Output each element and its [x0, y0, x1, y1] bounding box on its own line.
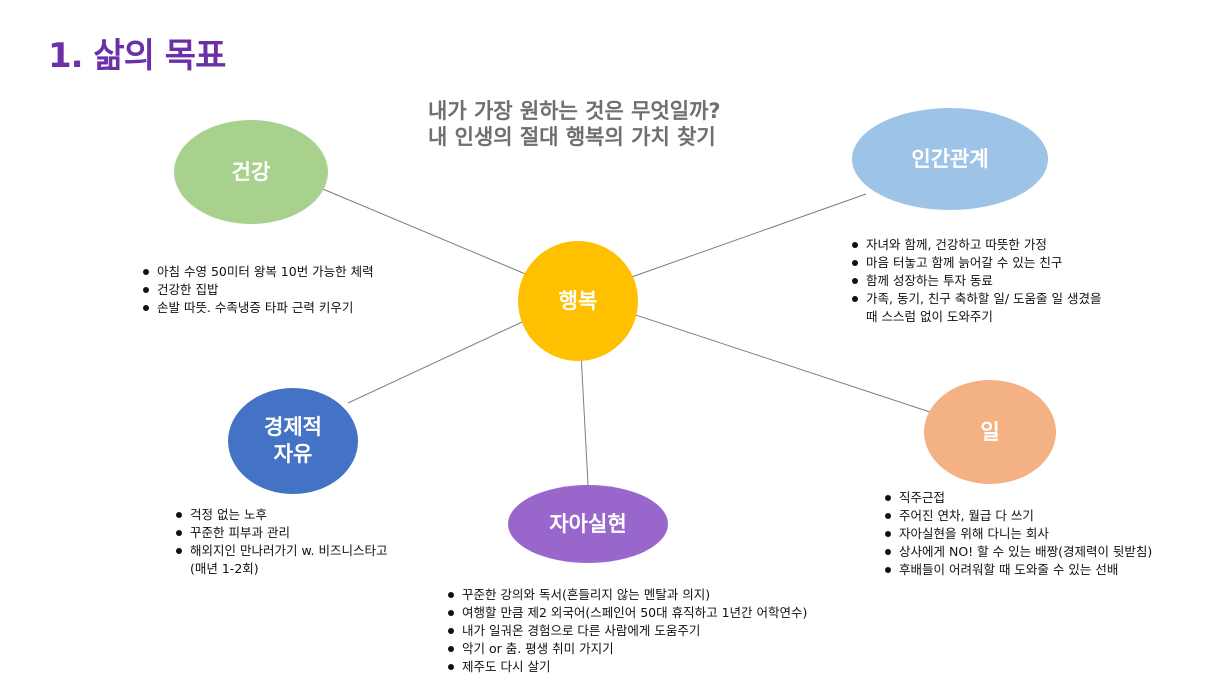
freedom-label-line-2: 자유 — [273, 442, 313, 466]
self-label: 자아실현 — [549, 511, 627, 536]
work-label: 일 — [980, 419, 1000, 444]
center-label: 행복 — [558, 288, 598, 313]
list-item: 꾸준한 피부과 관리 — [175, 524, 387, 542]
list-item: 꾸준한 강의와 독서(흔들리지 않는 멘탈과 의지) — [447, 586, 807, 604]
list-item: 건강한 집밥 — [142, 281, 374, 299]
freedom-bubble: 경제적 자유 — [228, 388, 358, 494]
work-bubble: 일 — [924, 380, 1056, 484]
list-item: 직주근접 — [884, 489, 1152, 507]
work-list: 직주근접 주어진 연차, 월급 다 쓰기 자아실현을 위해 다니는 회사 상사에… — [884, 489, 1152, 579]
freedom-label-line-1: 경제적 — [264, 415, 322, 439]
list-item: 걱정 없는 노후 — [175, 506, 387, 524]
subtitle: 내가 가장 원하는 것은 무엇일까? 내 인생의 절대 행복의 가치 찾기 — [428, 98, 721, 150]
list-item-continuation: 때 스스럼 없이 도와주기 — [866, 309, 993, 324]
list-item: 함께 성장하는 투자 동료 — [851, 272, 1101, 290]
freedom-label: 경제적 자유 — [264, 414, 322, 468]
list-item: 자아실현을 위해 다니는 회사 — [884, 525, 1152, 543]
list-item: 악기 or 춤. 평생 취미 가지기 — [447, 640, 807, 658]
center-bubble: 행복 — [518, 241, 638, 361]
list-item: 손발 따뜻. 수족냉증 타파 근력 키우기 — [142, 299, 374, 317]
subtitle-line-2: 내 인생의 절대 행복의 가치 찾기 — [428, 125, 716, 149]
health-list: 아침 수영 50미터 왕복 10번 가능한 체력 건강한 집밥 손발 따뜻. 수… — [142, 263, 374, 317]
page-title: 1. 삶의 목표 — [48, 36, 226, 76]
list-item: 해외지인 만나러가기 w. 비즈니스타고 (매년 1-2회) — [175, 542, 387, 578]
relations-bubble: 인간관계 — [852, 108, 1048, 210]
list-item-text: 가족, 동기, 친구 축하할 일/ 도움줄 일 생겼을 — [866, 291, 1102, 306]
list-item: 여행할 만큼 제2 외국어(스페인어 50대 휴직하고 1년간 어학연수) — [447, 604, 807, 622]
list-item: 아침 수영 50미터 왕복 10번 가능한 체력 — [142, 263, 374, 281]
health-label: 건강 — [231, 159, 271, 184]
relations-list: 자녀와 함께, 건강하고 따뜻한 가정 마음 터놓고 함께 늙어갈 수 있는 친… — [851, 236, 1101, 326]
self-bubble: 자아실현 — [508, 485, 668, 563]
list-item: 제주도 다시 살기 — [447, 658, 807, 676]
list-item-continuation: (매년 1-2회) — [190, 561, 259, 576]
freedom-list: 걱정 없는 노후 꾸준한 피부과 관리 해외지인 만나러가기 w. 비즈니스타고… — [175, 506, 387, 578]
relations-label: 인간관계 — [911, 146, 989, 171]
list-item: 후배들이 어려워할 때 도와줄 수 있는 선배 — [884, 561, 1152, 579]
list-item: 상사에게 NO! 할 수 있는 배짱(경제력이 뒷받침) — [884, 543, 1152, 561]
list-item: 마음 터놓고 함께 늙어갈 수 있는 친구 — [851, 254, 1101, 272]
self-list: 꾸준한 강의와 독서(흔들리지 않는 멘탈과 의지) 여행할 만큼 제2 외국어… — [447, 586, 807, 676]
list-item: 가족, 동기, 친구 축하할 일/ 도움줄 일 생겼을 때 스스럼 없이 도와주… — [851, 290, 1101, 326]
subtitle-line-1: 내가 가장 원하는 것은 무엇일까? — [428, 99, 721, 123]
health-bubble: 건강 — [174, 120, 328, 224]
connector-work — [577, 295, 931, 413]
list-item: 주어진 연차, 월급 다 쓰기 — [884, 507, 1152, 525]
list-item: 자녀와 함께, 건강하고 따뜻한 가정 — [851, 236, 1101, 254]
list-item-text: 해외지인 만나러가기 w. 비즈니스타고 — [190, 543, 388, 558]
list-item: 내가 일궈온 경험으로 다른 사람에게 도움주기 — [447, 622, 807, 640]
